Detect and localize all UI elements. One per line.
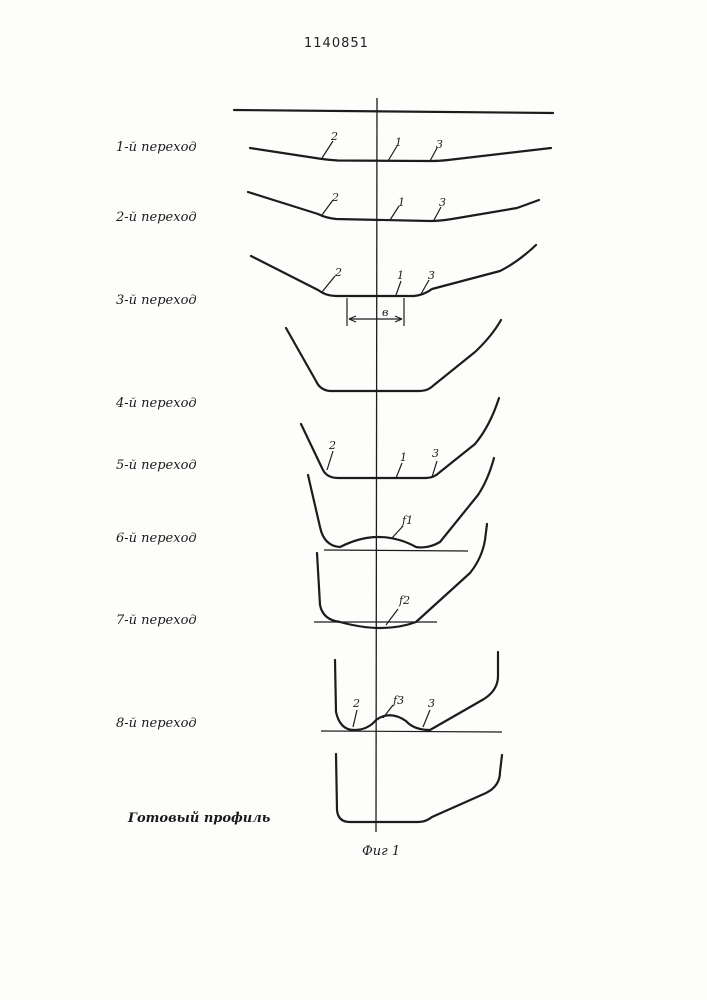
stage-7-label: 7-й переход — [116, 613, 197, 628]
stage-4-label: 4-й переход — [116, 396, 197, 411]
stage-1-leader-2 — [322, 141, 333, 158]
stage-5-leader-1 — [396, 463, 402, 478]
stage-8-leader-2 — [353, 710, 357, 727]
stage-3-leader-2 — [322, 276, 335, 292]
stage-5-mark-3: 3 — [432, 447, 439, 460]
stage-6-mark-f1: f1 — [401, 514, 413, 527]
stage-5-label: 5-й переход — [116, 458, 197, 473]
flat-strip — [234, 110, 553, 113]
width-mark: в — [382, 306, 388, 319]
stage-2-profile — [248, 192, 539, 221]
final-profile-label: Готовый профиль — [128, 811, 270, 826]
stage-6-profile — [308, 458, 494, 547]
stage-8-mark-3: 3 — [428, 697, 435, 710]
stage-2-mark-1: 1 — [398, 196, 405, 209]
stage-1-mark-2: 2 — [330, 130, 338, 143]
symmetry-axis — [376, 98, 377, 832]
stage-2-mark-3: 3 — [439, 196, 446, 209]
stage-2-label: 2-й переход — [116, 210, 197, 225]
stage-3-profile — [251, 245, 536, 296]
stage-1-mark-1: 1 — [395, 136, 402, 149]
stage-7-profile — [317, 524, 487, 628]
stage-8-mark-f3: f3 — [392, 694, 404, 707]
stage-5-mark-1: 1 — [400, 451, 407, 464]
stage-8-label: 8-й переход — [116, 716, 197, 731]
figure-caption: Фиг 1 — [362, 844, 400, 859]
stage-6-leader-f1 — [392, 526, 403, 538]
stage-1-mark-3: 3 — [436, 138, 443, 151]
stage-3-mark-1: 1 — [397, 269, 404, 282]
stage-4-profile — [286, 320, 501, 391]
stage-5-leader-2 — [327, 451, 333, 470]
stage-8-leader-3 — [423, 710, 430, 727]
stage-7-mark-f2: f2 — [398, 594, 410, 607]
stage-3-mark-2: 2 — [334, 266, 342, 279]
stage-3-label: 3-й переход — [116, 293, 197, 308]
stage-8-base-line — [321, 731, 502, 732]
stage-2-mark-2: 2 — [331, 191, 339, 204]
stage-5-mark-2: 2 — [328, 439, 336, 452]
stage-8-profile — [335, 652, 498, 730]
stage-5-profile — [301, 398, 499, 478]
stage-8-mark-2: 2 — [352, 697, 360, 710]
stage-6-label: 6-й переход — [116, 531, 197, 546]
stage-3-mark-3: 3 — [428, 269, 435, 282]
final-profile — [336, 754, 502, 822]
stage-1-profile — [250, 148, 551, 161]
stage-3-leader-1 — [396, 281, 401, 295]
stage-1-label: 1-й переход — [116, 140, 197, 155]
stage-6-base-line — [324, 550, 468, 551]
